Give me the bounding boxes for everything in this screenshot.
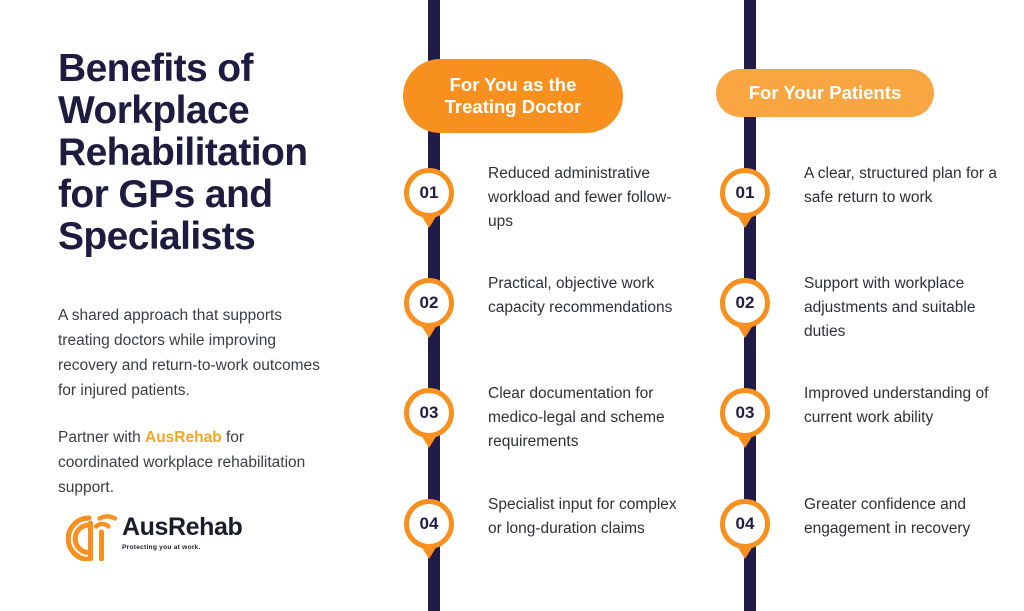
column-your-patients: For Your Patients 01 A clear, structured…: [668, 0, 1024, 611]
intro-paragraph: A shared approach that supports treating…: [58, 306, 320, 399]
list-item[interactable]: 02 Support with workplace adjustments an…: [668, 275, 1024, 368]
step-number: 02: [720, 278, 770, 328]
ausrehab-logo: AusRehab Protecting you at work.: [58, 505, 243, 561]
left-panel: Benefits of Workplace Rehabilitation for…: [58, 47, 378, 500]
list-item-text: Improved understanding of current work a…: [804, 385, 989, 426]
step-badge: 03: [720, 388, 780, 462]
badge-pointer-icon: [421, 325, 437, 338]
list-item[interactable]: 01 A clear, structured plan for a safe r…: [668, 165, 1024, 258]
step-badge: 04: [404, 499, 464, 573]
badge-pointer-icon: [421, 435, 437, 448]
list-item-text: A clear, structured plan for a safe retu…: [804, 165, 997, 206]
list-item[interactable]: 03 Improved understanding of current wor…: [668, 385, 1024, 478]
step-badge: 03: [404, 388, 464, 462]
step-badge: 02: [404, 278, 464, 352]
list-item-text: Reduced administrative workload and fewe…: [488, 165, 672, 230]
list-item-text: Clear documentation for medico-legal and…: [488, 385, 665, 450]
badge-pointer-icon: [421, 546, 437, 559]
list-item[interactable]: 04 Greater confidence and engagement in …: [668, 496, 1024, 589]
badge-pointer-icon: [737, 215, 753, 228]
column-header-pill: For Your Patients: [716, 69, 934, 117]
logo-tagline: Protecting you at work.: [122, 544, 201, 551]
badge-pointer-icon: [737, 435, 753, 448]
list-item[interactable]: 03 Clear documentation for medico-legal …: [352, 385, 696, 478]
list-item-text: Greater confidence and engagement in rec…: [804, 496, 971, 537]
logo-text-wrapper: AusRehab Protecting you at work.: [122, 513, 243, 552]
column-header-pill: For You as the Treating Doctor: [403, 59, 623, 133]
list-item-text: Specialist input for complex or long-dur…: [488, 496, 677, 537]
column-treating-doctor: For You as the Treating Doctor 01 Reduce…: [352, 0, 696, 611]
list-item[interactable]: 04 Specialist input for complex or long-…: [352, 496, 696, 589]
step-number: 03: [720, 388, 770, 438]
step-badge: 01: [404, 168, 464, 242]
step-badge: 02: [720, 278, 780, 352]
badge-pointer-icon: [421, 215, 437, 228]
step-badge: 04: [720, 499, 780, 573]
list-item-text: Practical, objective work capacity recom…: [488, 275, 673, 316]
step-number: 01: [720, 168, 770, 218]
partner-suffix-text: for coordinated workplace rehabilitation…: [58, 428, 306, 497]
partner-prefix-text: Partner with: [58, 428, 146, 446]
step-number: 04: [720, 499, 770, 549]
step-number: 03: [404, 388, 454, 438]
logo-wordmark: AusRehab: [122, 513, 243, 541]
badge-pointer-icon: [737, 325, 753, 338]
page-title: Benefits of Workplace Rehabilitation for…: [58, 47, 308, 259]
step-number: 02: [404, 278, 454, 328]
step-number: 04: [404, 499, 454, 549]
list-item-text: Support with workplace adjustments and s…: [804, 275, 976, 340]
badge-pointer-icon: [737, 546, 753, 559]
step-badge: 01: [720, 168, 780, 242]
step-number: 01: [404, 168, 454, 218]
brand-name-highlight: AusRehab: [145, 428, 222, 446]
ausrehab-a-wifi-icon: [65, 514, 118, 561]
partner-paragraph: Partner with AusRehab for coordinated wo…: [58, 425, 306, 500]
list-item[interactable]: 02 Practical, objective work capacity re…: [352, 275, 696, 368]
list-item[interactable]: 01 Reduced administrative workload and f…: [352, 165, 696, 258]
